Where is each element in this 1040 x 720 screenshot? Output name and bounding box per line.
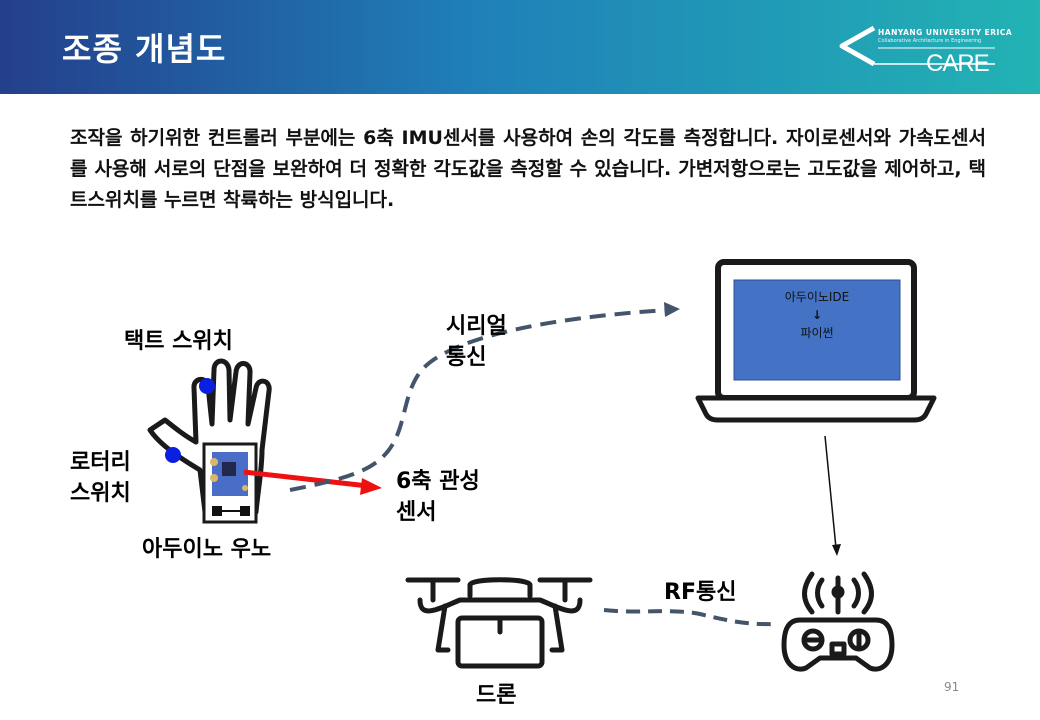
label-rf: RF통신	[664, 577, 736, 608]
screen-line-python: 파이썬	[734, 324, 900, 342]
label-imu-line2: 센서	[396, 497, 436, 528]
serial-link-arrowhead	[664, 302, 680, 317]
rf-link-line	[604, 610, 775, 624]
label-serial-line1: 시리얼	[446, 311, 507, 342]
label-arduino-uno: 아두이노 우노	[142, 534, 271, 565]
label-rotary-line1: 로터리	[70, 447, 131, 478]
label-drone: 드론	[476, 680, 516, 711]
page-number: 91	[944, 680, 959, 694]
laptop-screen: 아두이노IDE ↓ 파이썬	[734, 288, 900, 342]
imu-arrow	[244, 472, 382, 495]
rotary-switch-dot	[165, 447, 181, 463]
screen-line-arduino-ide: 아두이노IDE	[734, 288, 900, 306]
label-tact-switch: 택트 스위치	[124, 326, 233, 357]
label-imu-line1: 6축 관성	[396, 466, 480, 497]
drone-icon	[408, 580, 590, 666]
tact-switch-dot	[199, 378, 215, 394]
arduino-board-icon	[204, 444, 256, 522]
controller-icon	[784, 574, 892, 669]
label-serial-line2: 통신	[446, 342, 486, 373]
down-arrow-icon: ↓	[734, 306, 900, 324]
label-rotary-line2: 스위치	[70, 478, 131, 509]
laptop-to-controller-arrow	[825, 436, 841, 556]
